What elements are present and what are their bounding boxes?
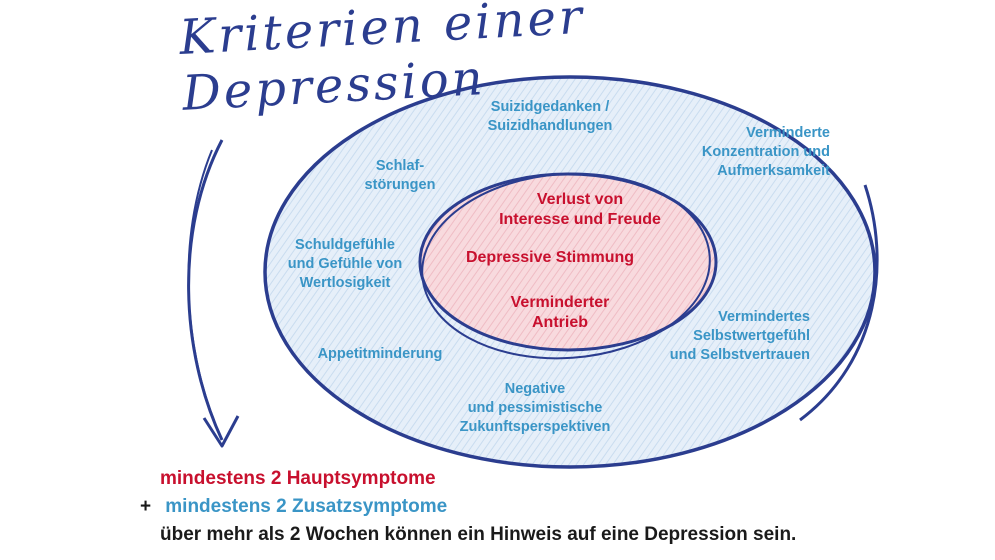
symptom-concentration: Verminderte Konzentration und Aufmerksam… [701, 125, 830, 179]
footer-line-duration: über mehr als 2 Wochen können ein Hinwei… [160, 524, 796, 546]
footer-line-additional-symptoms: + mindestens 2 Zusatzsymptome [140, 496, 447, 518]
footer-duration-text: über mehr als 2 Wochen können ein Hinwei… [160, 524, 797, 545]
symptom-guilt: Schuldgefühle und Gefühle von Wertlosigk… [287, 237, 403, 291]
footer-main-symptoms-text: mindestens 2 Hauptsymptome [160, 468, 436, 489]
symptom-appetite: Appetitminderung [317, 346, 443, 362]
core-symptom-interest: Verlust von Interesse und Freude [499, 191, 661, 228]
symptom-negative-outlook: Negative und pessimistische Zukunftspers… [459, 381, 611, 435]
footer-additional-symptoms-text: mindestens 2 Zusatzsymptome [165, 496, 448, 517]
curved-arrow-icon [187, 139, 240, 448]
plus-sign: + [140, 496, 152, 517]
symptom-suicidal-thoughts: Suizidgedanken / Suizidhandlungen [487, 99, 613, 134]
core-symptom-mood: Depressive Stimmung [465, 249, 635, 266]
symptom-sleep: Schlaf- störungen [364, 158, 436, 193]
core-symptom-drive: Verminderter Antrieb [510, 294, 610, 331]
symptom-self-esteem: Vermindertes Selbstwertgefühl und Selbst… [669, 309, 810, 363]
inner-ring [418, 172, 718, 360]
footer-line-main-symptoms: mindestens 2 Hauptsymptome [160, 468, 436, 490]
